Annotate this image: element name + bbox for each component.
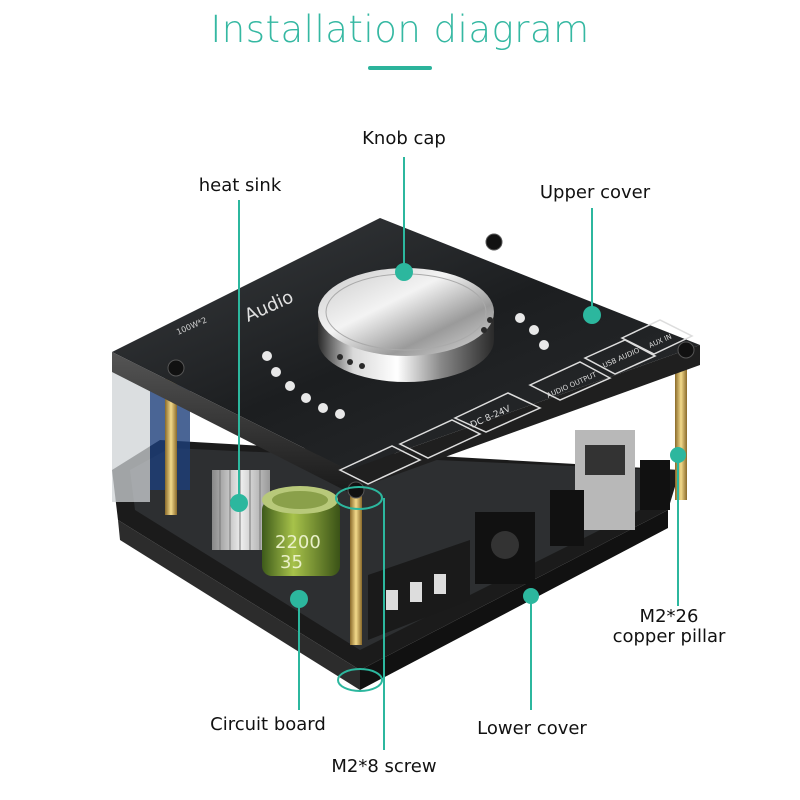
label-copper-pillar: copper pillar xyxy=(612,626,726,647)
circuit-board-dot xyxy=(290,590,308,608)
lower-cover-dot xyxy=(523,588,539,604)
terminal-block xyxy=(368,540,470,640)
audio-jack xyxy=(550,490,584,546)
label-circuit-board: Circuit board xyxy=(210,714,326,735)
capacitor: 2200 35 xyxy=(262,486,340,576)
label-lower-cover: Lower cover xyxy=(477,718,587,739)
callouts xyxy=(238,157,679,750)
knob-cap xyxy=(318,268,494,382)
label-knob-cap: Knob cap xyxy=(362,128,446,149)
label-copper-pillar-size: M2*26 xyxy=(639,606,699,627)
upper-cover-dot xyxy=(583,306,601,324)
page-title: Installation diagram xyxy=(210,8,590,51)
top-screw-ring xyxy=(335,486,383,510)
label-upper-cover: Upper cover xyxy=(539,182,651,203)
capacitor-value-text: 2200 xyxy=(275,532,321,553)
title-underline xyxy=(368,66,432,70)
capacitor-voltage-text: 35 xyxy=(280,552,303,573)
bottom-screw-ring xyxy=(337,668,383,692)
copper-pillar-dot xyxy=(670,447,686,463)
callout-dots xyxy=(230,263,686,608)
aux-jack xyxy=(640,460,670,510)
label-screw: M2*8 screw xyxy=(331,756,437,777)
label-heat-sink: heat sink xyxy=(198,175,282,196)
heat-sink-dot xyxy=(230,494,248,512)
knob-cap-dot xyxy=(395,263,413,281)
